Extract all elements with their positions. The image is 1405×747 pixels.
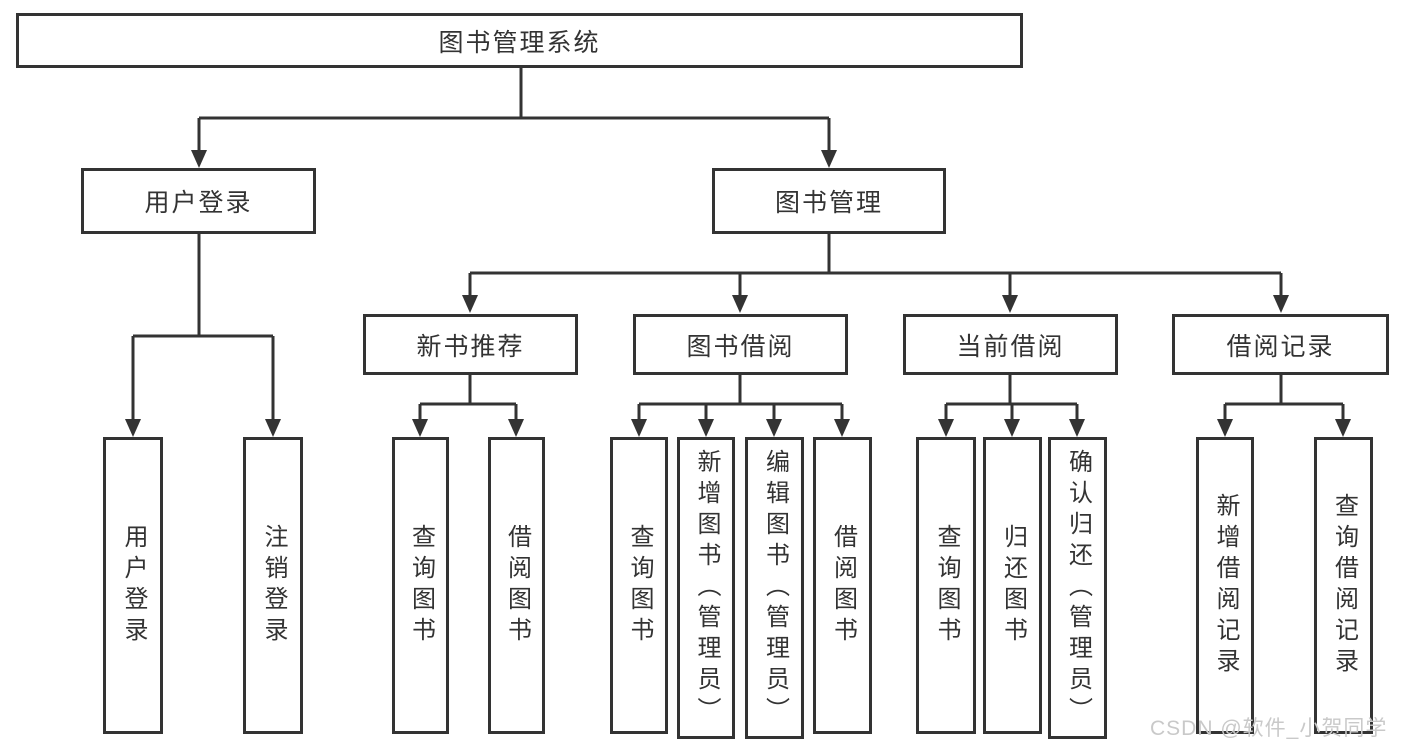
node-leaf-return-book-label: 归还图书 bbox=[999, 523, 1027, 648]
arrowhead-icon bbox=[1004, 419, 1020, 437]
node-leaf-add-book: 新增图书（管理员） bbox=[677, 437, 735, 739]
csdn-watermark: CSDN @软件_小贺同学 bbox=[1150, 717, 1388, 740]
node-leaf-add-record-label: 新增借阅记录 bbox=[1212, 492, 1239, 679]
node-leaf-query-book-3: 查询图书 bbox=[916, 437, 976, 734]
node-leaf-confirm-return-label: 确认归还（管理员） bbox=[1064, 448, 1092, 728]
arrowhead-icon bbox=[191, 150, 207, 168]
node-book-borrow: 图书借阅 bbox=[633, 314, 848, 375]
node-leaf-edit-book: 编辑图书（管理员） bbox=[745, 437, 804, 739]
node-root-label: 图书管理系统 bbox=[438, 28, 601, 57]
node-leaf-logout: 注销登录 bbox=[243, 437, 303, 734]
arrowhead-icon bbox=[834, 419, 850, 437]
arrowhead-icon bbox=[412, 419, 428, 437]
node-leaf-borrow-book-2-label: 借阅图书 bbox=[829, 523, 857, 648]
node-leaf-query-record-label: 查询借阅记录 bbox=[1330, 492, 1358, 679]
node-user-login: 用户登录 bbox=[81, 168, 316, 234]
arrowhead-icon bbox=[1217, 419, 1233, 437]
node-root: 图书管理系统 bbox=[16, 13, 1023, 68]
arrowhead-icon bbox=[125, 419, 141, 437]
node-leaf-logout-label: 注销登录 bbox=[260, 523, 287, 648]
node-leaf-edit-book-label: 编辑图书（管理员） bbox=[761, 448, 789, 728]
arrowhead-icon bbox=[508, 419, 524, 437]
node-leaf-query-record: 查询借阅记录 bbox=[1314, 437, 1373, 734]
node-leaf-add-record: 新增借阅记录 bbox=[1196, 437, 1254, 734]
connector-lines bbox=[131, 68, 1345, 422]
arrowhead-icon bbox=[1273, 295, 1289, 313]
node-new-book-rec-label: 新书推荐 bbox=[416, 332, 525, 361]
node-leaf-user-login: 用户登录 bbox=[103, 437, 163, 734]
arrowhead-icon bbox=[821, 150, 837, 168]
node-leaf-add-book-label: 新增图书（管理员） bbox=[693, 448, 720, 728]
node-leaf-confirm-return: 确认归还（管理员） bbox=[1048, 437, 1107, 739]
node-book-mgmt-label: 图书管理 bbox=[774, 189, 883, 217]
arrowhead-icon bbox=[1002, 295, 1018, 313]
arrowhead-icon bbox=[732, 295, 748, 313]
node-leaf-query-book-2: 查询图书 bbox=[610, 437, 668, 734]
arrowhead-icon bbox=[938, 419, 954, 437]
arrowhead-icon bbox=[698, 419, 714, 437]
node-book-borrow-label: 图书借阅 bbox=[686, 332, 795, 361]
node-borrow-record-label: 借阅记录 bbox=[1226, 332, 1335, 361]
node-book-mgmt: 图书管理 bbox=[712, 168, 946, 234]
node-new-book-rec: 新书推荐 bbox=[363, 314, 578, 375]
node-leaf-borrow-book-2: 借阅图书 bbox=[813, 437, 872, 734]
node-user-login-label: 用户登录 bbox=[144, 189, 253, 217]
node-leaf-query-book-1-label: 查询图书 bbox=[407, 523, 435, 648]
arrowhead-icon bbox=[462, 295, 478, 313]
node-leaf-query-book-2-label: 查询图书 bbox=[626, 523, 653, 648]
node-leaf-user-login-label: 用户登录 bbox=[120, 523, 147, 648]
arrowheads bbox=[125, 150, 1351, 437]
arrowhead-icon bbox=[1335, 419, 1351, 437]
arrowhead-icon bbox=[1069, 419, 1085, 437]
arrowhead-icon bbox=[265, 419, 281, 437]
arrowhead-icon bbox=[631, 419, 647, 437]
node-borrow-record: 借阅记录 bbox=[1172, 314, 1389, 375]
node-current-borrow: 当前借阅 bbox=[903, 314, 1118, 375]
node-leaf-borrow-book-1-label: 借阅图书 bbox=[503, 523, 531, 648]
node-leaf-query-book-3-label: 查询图书 bbox=[933, 523, 960, 648]
node-leaf-return-book: 归还图书 bbox=[983, 437, 1042, 734]
node-leaf-query-book-1: 查询图书 bbox=[392, 437, 449, 734]
node-current-borrow-label: 当前借阅 bbox=[956, 332, 1065, 361]
arrowhead-icon bbox=[766, 419, 782, 437]
node-leaf-borrow-book-1: 借阅图书 bbox=[488, 437, 545, 734]
